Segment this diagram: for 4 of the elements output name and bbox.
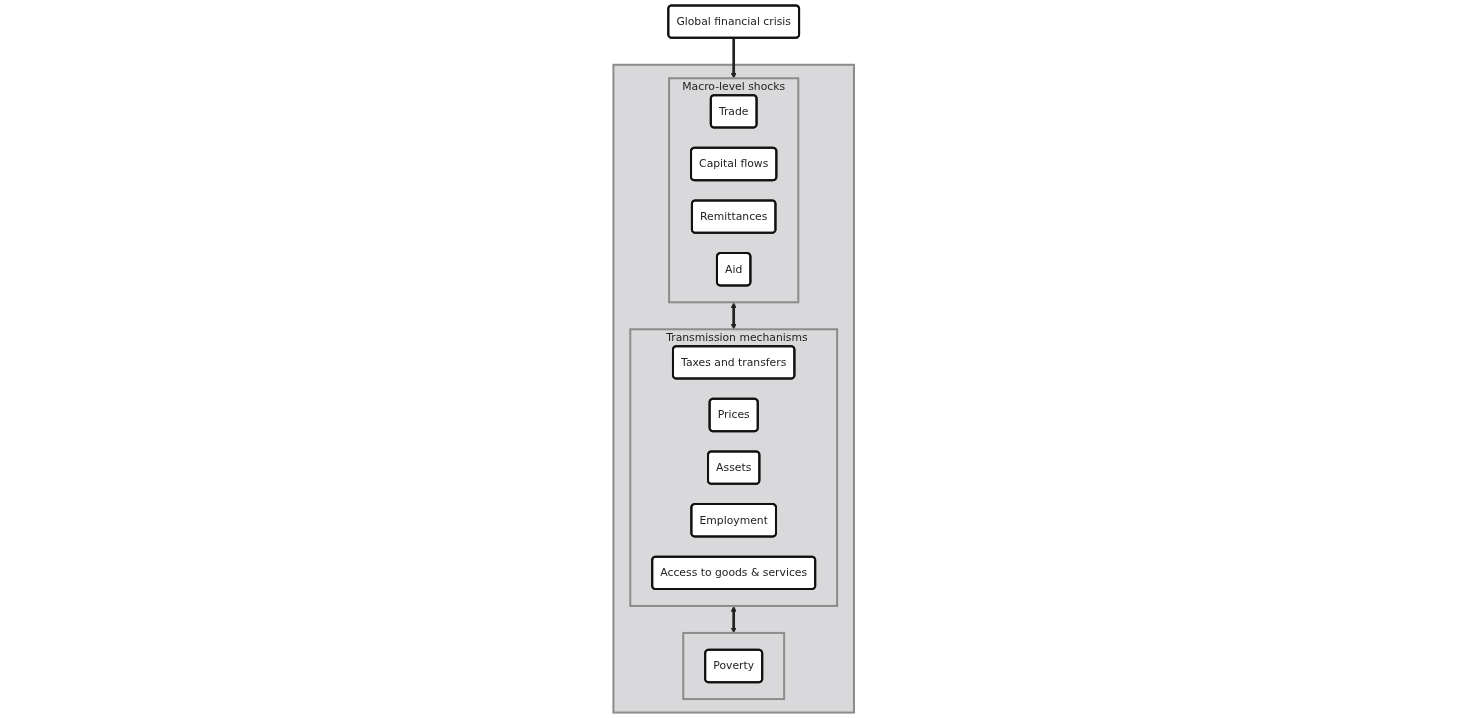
cluster	[612, 63, 856, 714]
cluster	[682, 631, 786, 701]
arrow	[731, 302, 737, 330]
arrow	[731, 37, 737, 79]
